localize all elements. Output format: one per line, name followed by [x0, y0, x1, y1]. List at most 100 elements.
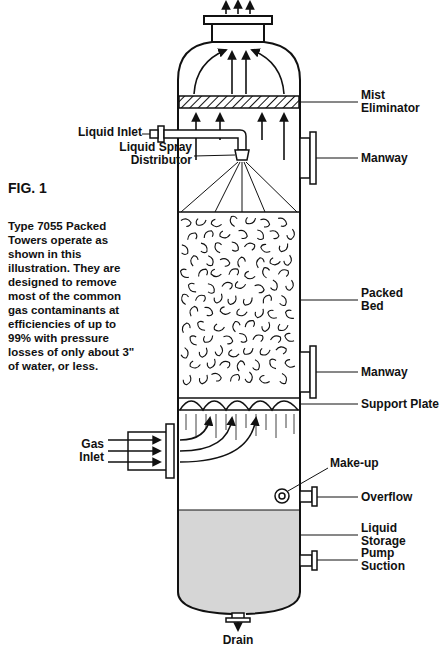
leader-lines — [300, 300, 358, 301]
packing-ring — [210, 268, 222, 278]
packing-ring — [260, 217, 271, 229]
support-plate — [179, 398, 299, 410]
packing-ring — [180, 216, 192, 227]
packing-ring — [207, 283, 215, 294]
packing-ring — [229, 216, 237, 227]
packing-ring — [214, 323, 225, 332]
leader-lines — [142, 134, 150, 135]
tower-shell — [246, 592, 300, 614]
spray-cone — [181, 162, 238, 212]
packing-ring — [243, 347, 253, 354]
outlet-flow-arrows — [194, 50, 226, 94]
packing-ring — [269, 359, 277, 370]
tower-shell — [178, 42, 212, 80]
packing-ring — [198, 374, 210, 385]
packing-ring — [252, 360, 260, 371]
gas-distribution-ticks — [256, 414, 257, 436]
packing-ring — [210, 218, 222, 229]
packing-ring — [187, 306, 199, 317]
packing-ring — [278, 269, 289, 277]
outlet-flow-arrows — [245, 52, 247, 94]
gas-distribution-ticks — [226, 414, 227, 430]
packing-ring — [254, 308, 266, 318]
packing-ring — [238, 332, 247, 343]
part-label: Drain — [208, 634, 268, 647]
packing-ring — [180, 322, 192, 333]
packing-ring — [187, 233, 198, 241]
lower-manway — [310, 346, 316, 398]
support-plate — [179, 409, 299, 411]
packing-ring — [204, 305, 214, 317]
packing-ring — [260, 243, 271, 255]
packing-ring — [215, 243, 222, 253]
packing-ring — [270, 280, 278, 291]
packing-ring — [231, 241, 239, 252]
leader-lines — [288, 468, 328, 491]
spray-cone — [179, 162, 299, 212]
packing-ring — [203, 335, 214, 343]
leader-lines — [299, 404, 358, 405]
gas-distribution-ticks — [216, 414, 217, 438]
lower-manway — [300, 352, 310, 392]
packing-ring — [235, 360, 246, 372]
leader-lines — [317, 560, 358, 561]
packed-bed — [180, 216, 297, 386]
packing-ring — [259, 374, 271, 385]
packing-ring — [222, 281, 233, 289]
pump-suction-nozzle — [312, 551, 317, 570]
packing-ring — [181, 347, 190, 358]
upper-manway — [300, 138, 310, 178]
packing-ring — [223, 334, 234, 346]
packing-ring — [270, 335, 281, 343]
packing-ring — [261, 321, 273, 332]
gas-inlet-arrows — [180, 418, 210, 440]
part-label: Overflow — [361, 491, 441, 504]
packing-ring — [188, 255, 199, 267]
pump-suction-nozzle — [300, 551, 317, 570]
mist-eliminator-pad — [179, 96, 299, 108]
packing-ring — [229, 269, 239, 276]
spray-cone — [215, 162, 240, 212]
gas-outlet — [204, 16, 272, 42]
packing-ring — [285, 280, 296, 292]
packing-ring — [197, 268, 208, 277]
leader-lines — [317, 497, 358, 498]
packing-ring — [182, 374, 194, 385]
outlet-flow-arrows — [225, 2, 227, 14]
packing-ring — [227, 295, 239, 306]
packing-ring — [197, 321, 206, 332]
leader-lines — [300, 102, 358, 103]
upper-manway — [310, 132, 316, 184]
packing-ring — [278, 324, 288, 330]
packing-ring — [229, 374, 240, 382]
gas-inlet-arrows — [108, 461, 160, 463]
make-up-connection — [275, 489, 289, 503]
packing-ring — [261, 294, 273, 304]
gas-distribution-ticks — [206, 414, 207, 428]
upper-manway — [300, 132, 316, 184]
packing-ring — [284, 358, 295, 370]
packing-ring — [260, 348, 270, 355]
packing-ring — [180, 294, 189, 305]
packing-ring — [277, 216, 287, 228]
outlet-flow-arrows — [194, 1, 284, 94]
leader-lines — [316, 158, 358, 159]
gas-inlet-arrows — [180, 418, 232, 451]
gas-distribution-ticks — [276, 414, 277, 438]
packing-ring — [244, 242, 255, 251]
liquid-storage-fill — [179, 510, 299, 614]
packing-ring — [244, 270, 256, 281]
packing-ring — [236, 308, 247, 317]
liquid-inlet-pipe — [158, 126, 164, 142]
packing-ring — [254, 282, 265, 294]
gas-distribution-ticks — [186, 414, 187, 430]
packing-ring — [284, 332, 295, 344]
packing-ring — [203, 230, 214, 239]
overflow-nozzle — [300, 491, 312, 502]
gas-distribution-ticks — [286, 414, 287, 428]
packing-ring — [219, 256, 230, 268]
packing-ring — [200, 243, 207, 253]
leader-lines — [194, 155, 235, 156]
packing-ring — [244, 320, 255, 328]
drain-nozzle — [226, 613, 250, 622]
